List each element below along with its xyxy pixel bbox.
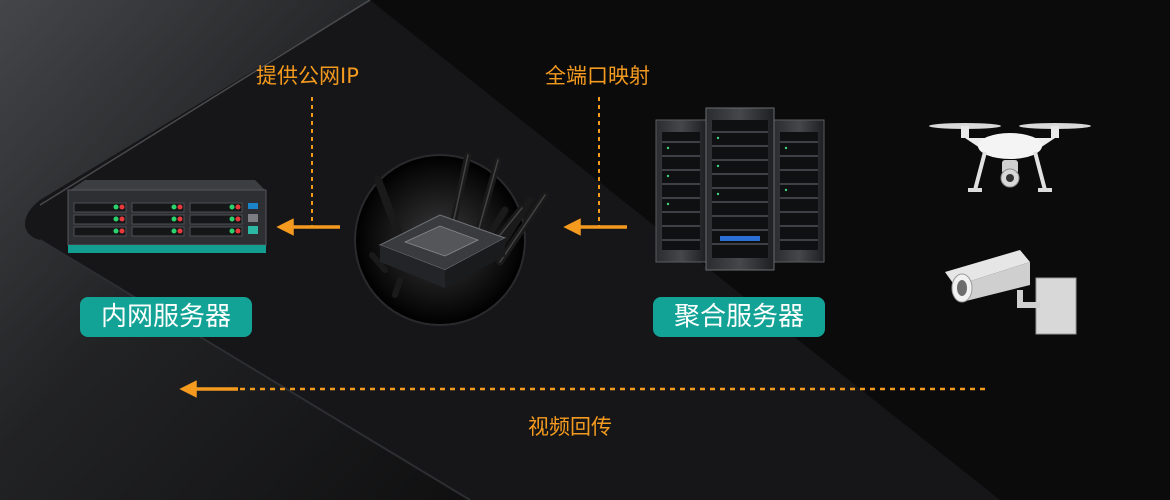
port-mapping-connector bbox=[563, 97, 627, 236]
aggregation-server-badge: 聚合服务器 bbox=[653, 297, 825, 337]
rack-server-icon bbox=[67, 180, 267, 253]
public-ip-connector bbox=[276, 97, 340, 236]
router-icon bbox=[354, 151, 549, 326]
video-return-label: 视频回传 bbox=[528, 415, 612, 439]
cctv-camera-icon bbox=[945, 250, 1077, 335]
port-mapping-label: 全端口映射 bbox=[545, 64, 650, 88]
intranet-server-badge: 内网服务器 bbox=[80, 297, 252, 337]
public-ip-label: 提供公网IP bbox=[256, 64, 359, 88]
drone-icon bbox=[929, 123, 1091, 192]
server-cluster-icon bbox=[655, 107, 825, 271]
